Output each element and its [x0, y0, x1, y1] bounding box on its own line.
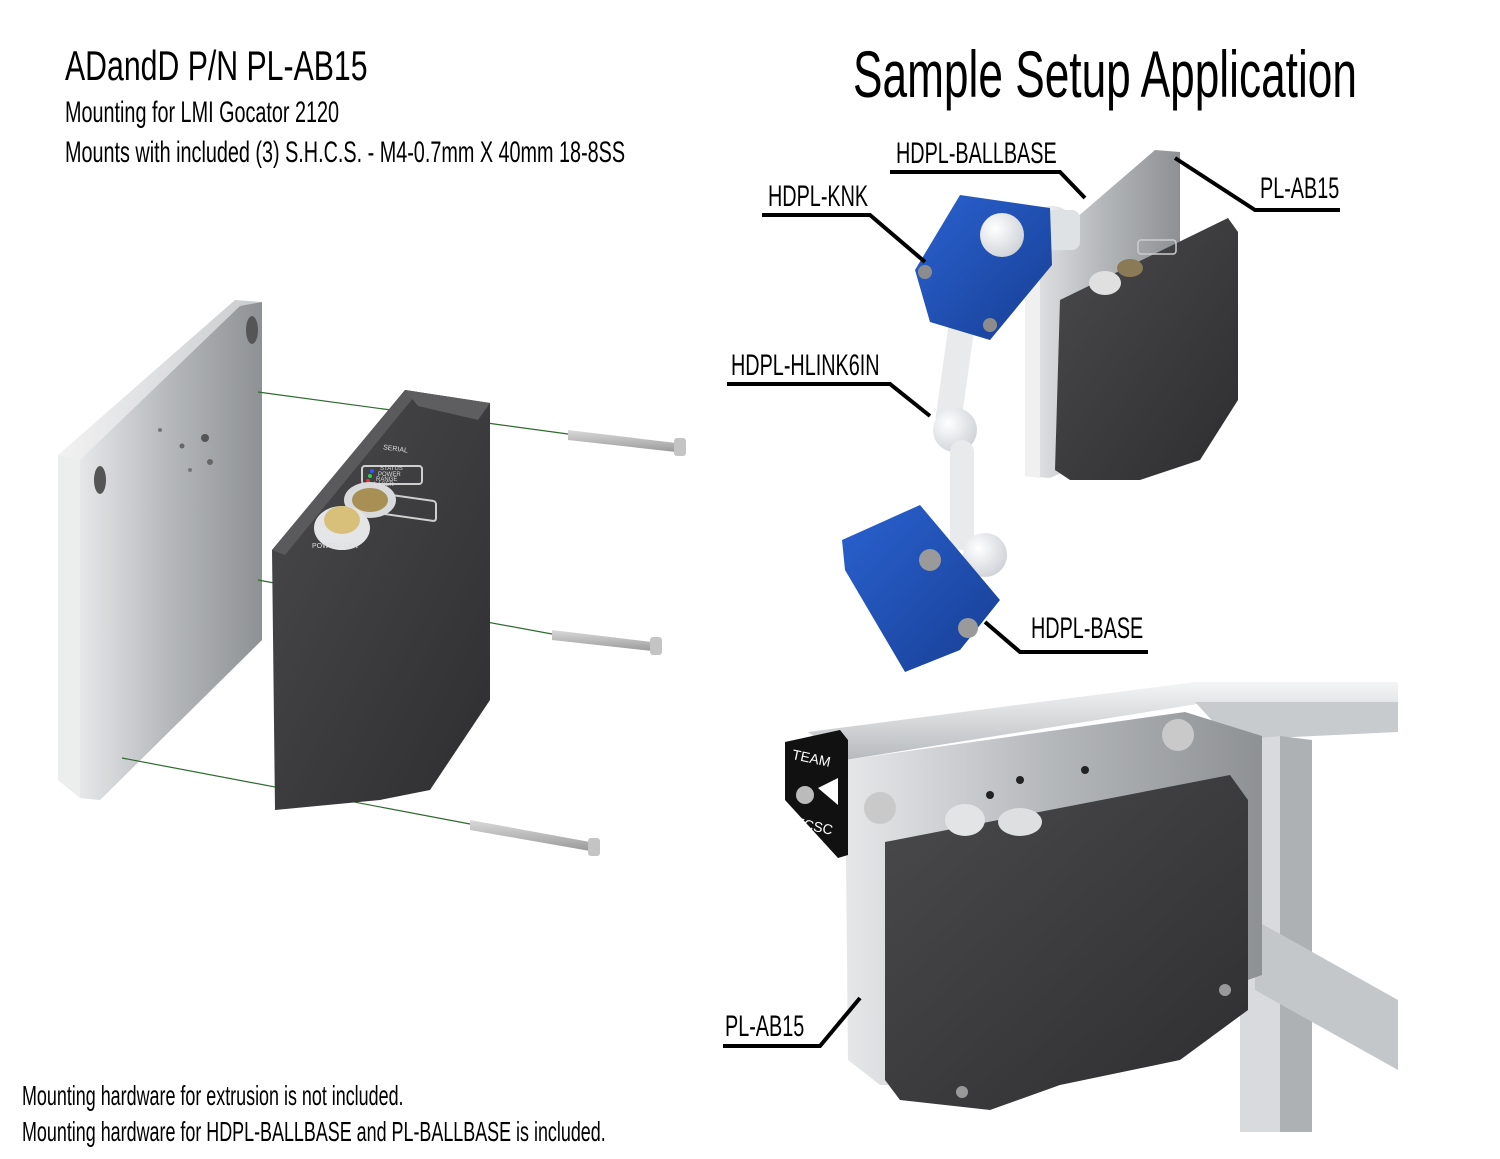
extrusion-setup-render [785, 682, 1398, 1132]
callout-hdpl-knk: HDPL-KNK [768, 180, 869, 213]
sensor-range-label: RANGE [376, 477, 398, 483]
footer-note-extrusion: Mounting hardware for extrusion is not i… [22, 1080, 404, 1111]
product-subtitle: Mounting for LMI Gocator 2120 [65, 96, 340, 129]
callout-hdpl-ballbase: HDPL-BALLBASE [896, 137, 1057, 170]
footer-note-ballbase: Mounting hardware for HDPL-BALLBASE and … [22, 1116, 606, 1147]
sensor-laser-label: LASER [374, 482, 394, 488]
sensor-power-label: POWER [378, 472, 401, 478]
sensor-connector-label: POWER / LAN [312, 543, 358, 550]
callout-pl-ab15-bottom: PL-AB15 [725, 1010, 805, 1043]
gocator-sensor-render [272, 390, 490, 810]
exploded-view [58, 300, 686, 856]
team-tcsc-badge [785, 730, 848, 858]
callout-hdpl-base: HDPL-BASE [1031, 612, 1144, 645]
ballmount-setup-render [842, 150, 1238, 672]
callout-pl-ab15-top: PL-AB15 [1260, 172, 1340, 205]
callout-hdpl-hlink6in: HDPL-HLINK6IN [731, 349, 880, 382]
hardware-description: Mounts with included (3) S.H.C.S. - M4-0… [65, 136, 626, 169]
callout-leaders [723, 156, 1340, 1048]
shcs-screws-render [470, 430, 686, 856]
part-number-title: ADandD P/N PL-AB15 [65, 42, 368, 89]
mounting-plate-render [58, 300, 262, 800]
sensor-status-label: STATUS [380, 466, 403, 472]
sample-setup-title: Sample Setup Application [853, 37, 1357, 111]
